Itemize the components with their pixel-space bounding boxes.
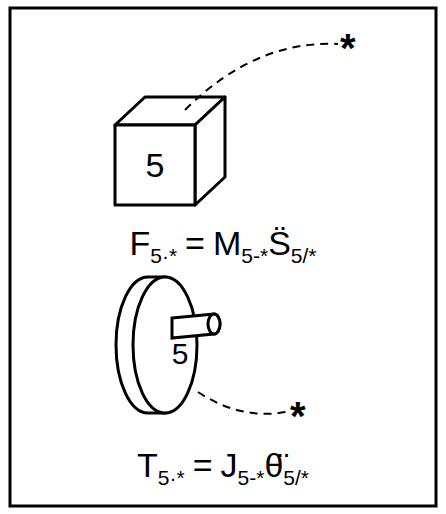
subscript: 5·* xyxy=(150,244,177,268)
equation-symbol: = xyxy=(193,446,213,485)
equation-symbol: T xyxy=(137,446,158,485)
reference-star: * xyxy=(290,396,306,436)
cube-body: 5 xyxy=(115,125,195,205)
part-number: 5 xyxy=(146,146,165,185)
equation: F5·*=M5-*S̈5/* xyxy=(0,224,446,263)
equation-symbol: F xyxy=(129,224,150,263)
equation-symbol: θ̈ xyxy=(264,446,283,485)
leader-line xyxy=(185,44,338,110)
cube xyxy=(115,97,225,205)
subscript: 5-* xyxy=(241,244,268,268)
frame xyxy=(10,8,436,506)
equation-symbol: = xyxy=(185,224,205,263)
disk-body: 5 xyxy=(162,332,198,376)
equation: T5·*=J5-*θ̈5/* xyxy=(0,446,446,485)
subscript: 5-* xyxy=(238,466,265,490)
equation-symbol: S̈ xyxy=(268,224,291,263)
reference-star: * xyxy=(340,28,356,68)
disk xyxy=(116,277,220,413)
subscript: 5/* xyxy=(291,244,317,268)
subscript: 5/* xyxy=(283,466,309,490)
subscript: 5·* xyxy=(158,466,185,490)
equation-symbol: J xyxy=(221,446,238,485)
part-number: 5 xyxy=(172,337,189,371)
leader-line xyxy=(198,392,286,414)
equation-symbol: M xyxy=(213,224,241,263)
